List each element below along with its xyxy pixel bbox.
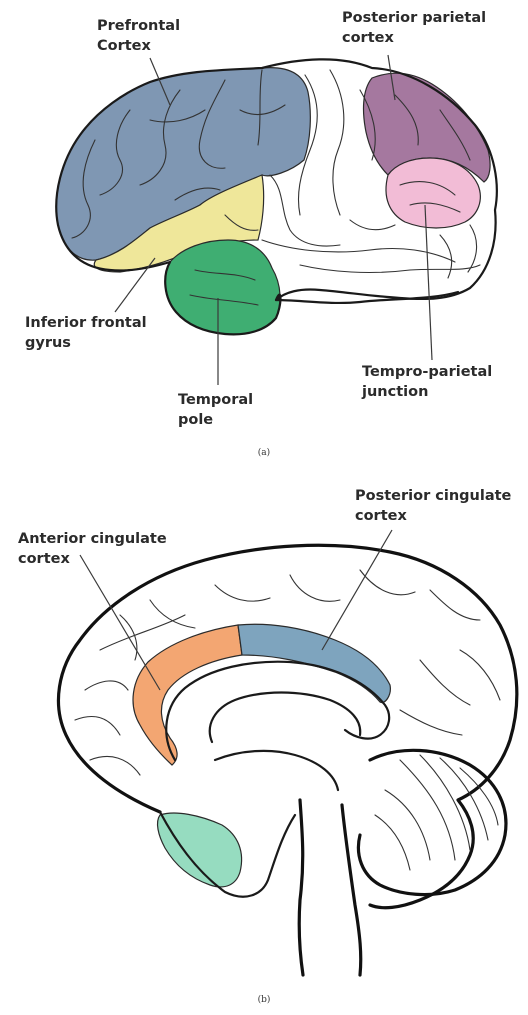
medial-brain-outline	[58, 545, 516, 907]
medial-sulci	[75, 570, 500, 775]
brainstem-outline	[299, 800, 303, 975]
label-tempro-parietal-junction: Tempro-parietal junction	[361, 364, 497, 400]
region-temporal-pole	[165, 240, 280, 334]
corpus-callosum-inner	[210, 693, 360, 743]
brainstem-outline-2	[342, 805, 361, 975]
thalamus-outline	[215, 751, 338, 790]
region-anterior-cingulate-cortex	[133, 625, 242, 765]
label-inferior-frontal-gyrus: Inferior frontal gyrus	[25, 315, 152, 351]
panel-b-medial-brain: Posterior cingulate cortex Anterior cing…	[18, 488, 517, 1005]
label-prefrontal-cortex: Prefrontal Cortex	[97, 18, 185, 54]
caption-a: (a)	[258, 447, 270, 458]
label-anterior-cingulate-cortex: Anterior cingulate cortex	[18, 531, 172, 567]
region-orbitofrontal	[158, 813, 242, 887]
caption-b: (b)	[258, 994, 271, 1005]
leader-anterior-cingulate	[80, 555, 160, 690]
lateral-cerebellum-outline	[276, 292, 458, 303]
label-posterior-parietal-cortex: Posterior parietal cortex	[342, 10, 491, 46]
label-temporal-pole: Temporal pole	[178, 392, 258, 428]
panel-a-lateral-brain: Prefrontal Cortex Posterior parietal cor…	[25, 10, 497, 458]
label-posterior-cingulate-cortex: Posterior cingulate cortex	[355, 488, 516, 524]
